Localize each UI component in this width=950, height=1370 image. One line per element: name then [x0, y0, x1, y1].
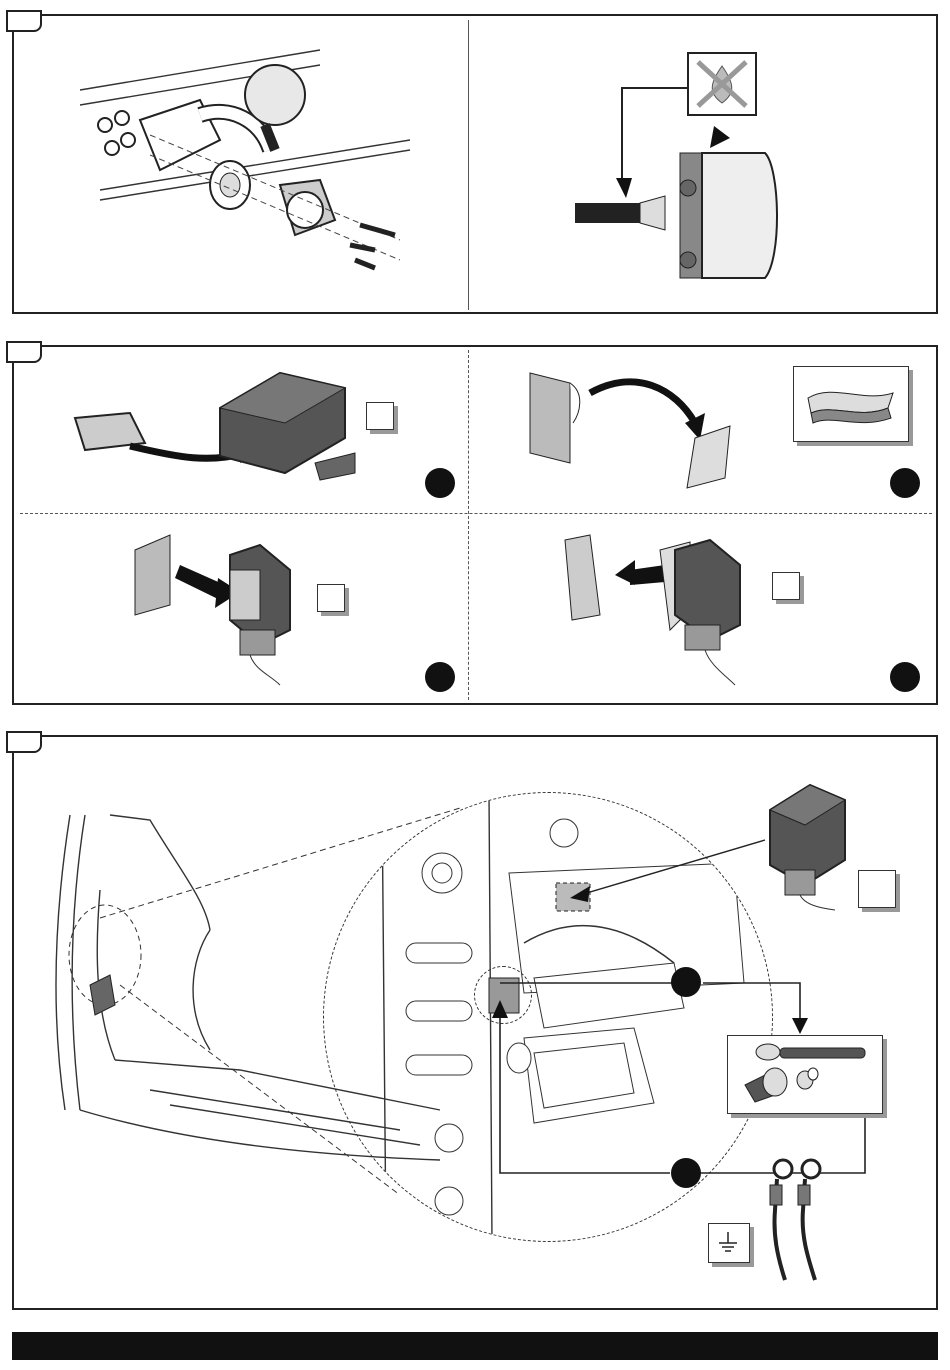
ratchet-wrench-icon [750, 1040, 870, 1105]
step-marker-e [671, 967, 701, 997]
ground-symbol-icon [716, 1230, 740, 1254]
footer-bar [12, 1332, 938, 1360]
ring-terminal-cables [765, 1155, 835, 1285]
step-marker-f [671, 1158, 701, 1188]
